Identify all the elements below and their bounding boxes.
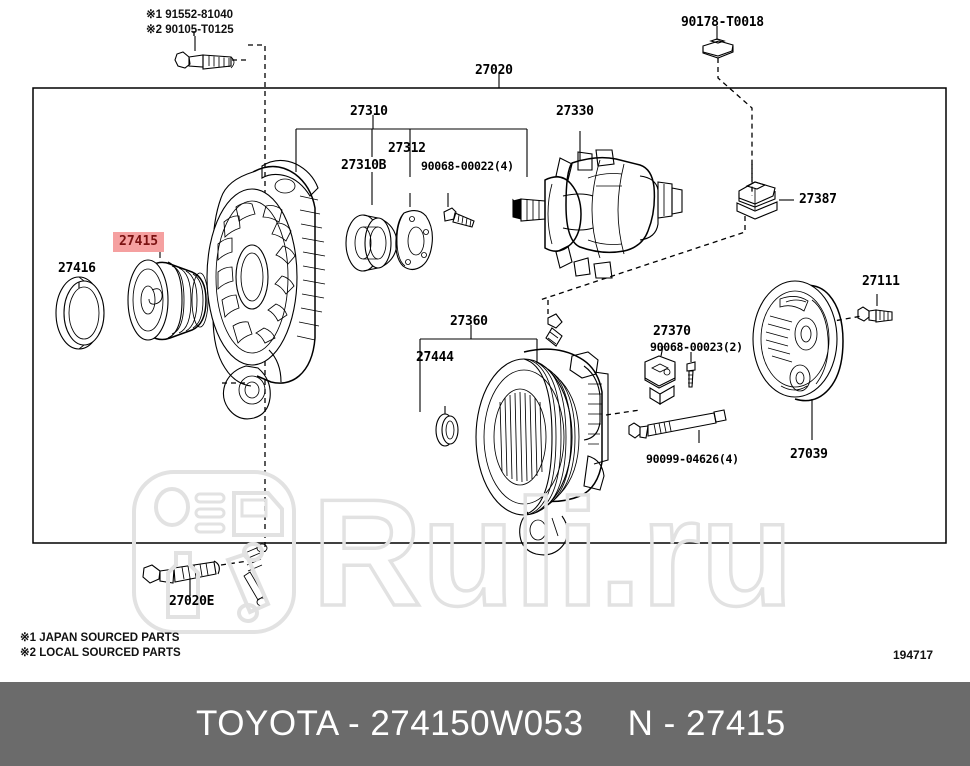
leader-dashed-90178 xyxy=(717,58,753,196)
part-27310-drive-end-frame xyxy=(206,159,326,420)
leader-27370 xyxy=(660,345,664,357)
callout-27039: 27039 xyxy=(790,447,828,462)
callout-27360: 27360 xyxy=(450,314,488,329)
diagram-border xyxy=(32,87,947,544)
callout-27330: 27330 xyxy=(556,104,594,119)
part-27444-ring xyxy=(435,413,459,447)
part-27020e-bolt xyxy=(142,560,220,596)
parts-illustration xyxy=(32,26,947,607)
legend-japan-sourced: ※1 JAPAN SOURCED PARTS xyxy=(20,632,180,644)
part-27020e-link xyxy=(243,543,268,607)
footer-bar: TOYOTA - 274150W053 N - 27415 xyxy=(0,682,970,766)
callout-90178-t0018: 90178-T0018 xyxy=(681,15,764,30)
bracket-27310 xyxy=(295,115,528,207)
callout-27020e: 27020E xyxy=(169,594,215,609)
part-90068-00023-screw xyxy=(686,361,696,388)
note-2: ※2 90105-T0125 xyxy=(146,24,234,36)
callout-90068-00022: 90068-00022(4) xyxy=(421,159,514,173)
note-1: ※1 91552-81040 xyxy=(146,9,234,21)
part-27360-stator xyxy=(475,313,609,556)
leader-dashed-27020e xyxy=(220,560,249,566)
leader-dashed-27111 xyxy=(827,315,863,323)
callout-27415: 27415 xyxy=(113,232,165,252)
leader-dashed-stator-right xyxy=(605,409,641,416)
part-top-bolt xyxy=(174,36,235,70)
callout-27370: 27370 xyxy=(653,324,691,339)
part-27370-regulator xyxy=(644,355,676,405)
diagram-id-number: 194717 xyxy=(893,648,934,662)
callout-90099-04626: 90099-04626(4) xyxy=(646,452,739,466)
callout-90068-00023: 90068-00023(2) xyxy=(650,340,743,354)
part-27387-collar xyxy=(736,181,778,220)
footer-reference-number: N - 27415 xyxy=(627,704,786,743)
part-27039-rear-cover xyxy=(752,280,844,402)
callout-27387: 27387 xyxy=(799,192,837,207)
callout-27310b: 27310B xyxy=(341,158,387,173)
callout-27020: 27020 xyxy=(475,63,513,78)
callout-27444: 27444 xyxy=(416,350,454,365)
part-90099-04626-bolt xyxy=(628,409,727,439)
part-27416-ring xyxy=(55,276,105,350)
legend-local-sourced: ※2 LOCAL SOURCED PARTS xyxy=(20,647,181,659)
part-27330-rotor xyxy=(512,149,683,279)
callout-27310: 27310 xyxy=(350,104,388,119)
part-27415-pulley xyxy=(127,259,209,341)
part-27111-bolt xyxy=(857,306,893,323)
callout-27416: 27416 xyxy=(58,261,96,276)
part-90178-nut xyxy=(702,26,734,59)
callout-27312: 27312 xyxy=(388,141,426,156)
part-27312-plate xyxy=(395,210,433,271)
footer-part-number: TOYOTA - 274150W053 xyxy=(196,704,584,743)
bracket-27360 xyxy=(419,325,538,412)
part-90068-00022-screw xyxy=(443,207,475,228)
callout-27111: 27111 xyxy=(862,274,900,289)
part-27310b-bearing xyxy=(345,214,398,272)
